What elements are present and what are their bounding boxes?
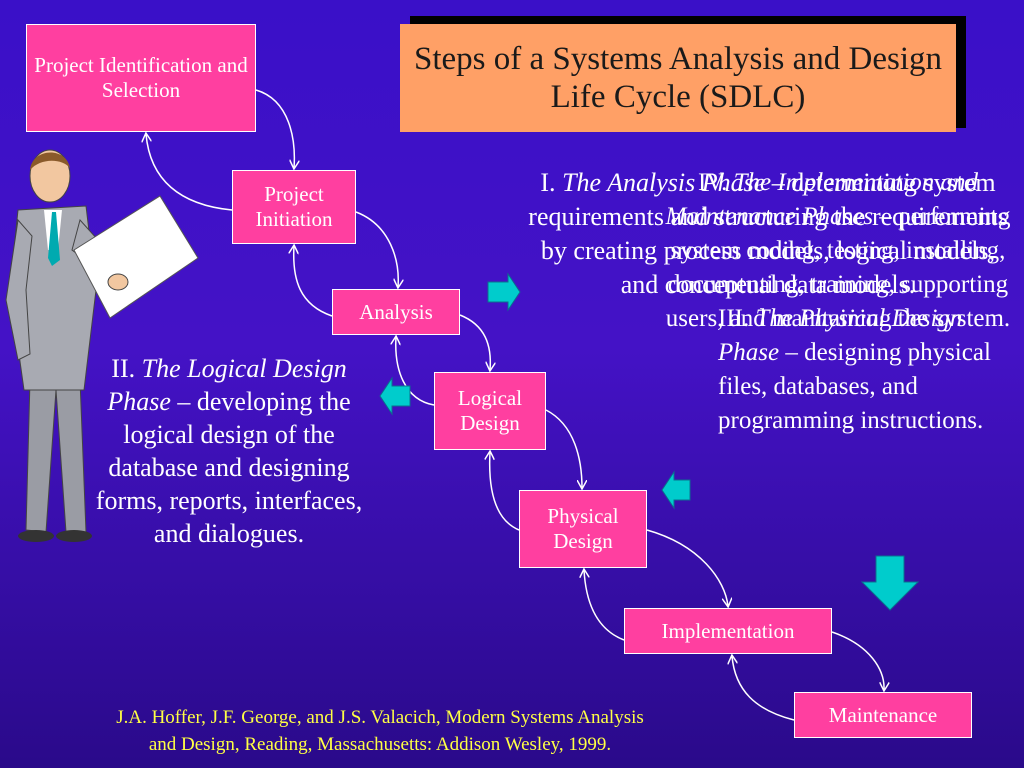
phase-one-description: – determining system requirements and st… bbox=[528, 168, 1008, 299]
phase-three-text: III. The Physical Design Phase – designi… bbox=[718, 302, 1008, 438]
step-physical-design: Physical Design bbox=[519, 490, 647, 568]
phase-three-number: III. bbox=[718, 305, 750, 332]
phase-four-description: – performing system coding, testing, ins… bbox=[665, 203, 1011, 332]
forward-arrow-6 bbox=[831, 631, 884, 690]
citation-line-1: J.A. Hoffer, J.F. George, and J.S. Valac… bbox=[116, 707, 644, 728]
forward-arrow-3 bbox=[459, 314, 490, 370]
block-arrow-icon-down bbox=[860, 555, 920, 611]
phase-two-number: II. bbox=[111, 354, 136, 383]
return-arrow-3 bbox=[396, 337, 435, 406]
return-arrow-6 bbox=[732, 656, 795, 721]
return-arrow-2 bbox=[294, 246, 333, 317]
return-arrow-4 bbox=[490, 452, 520, 531]
step-project-initiation: Project Initiation bbox=[232, 170, 356, 244]
return-arrow-5 bbox=[584, 570, 625, 641]
phase-four-name: The Implementation and Maintenance Phase… bbox=[665, 169, 979, 230]
block-arrow-icon-right bbox=[487, 272, 521, 312]
block-arrow-icon-left-1 bbox=[379, 376, 411, 416]
forward-arrow-5 bbox=[646, 529, 728, 606]
step-analysis: Analysis bbox=[332, 289, 460, 335]
phase-two-text: II. The Logical Design Phase – developin… bbox=[84, 352, 374, 550]
step-logical-design: Logical Design bbox=[434, 372, 546, 450]
slide-title: Steps of a Systems Analysis and Design L… bbox=[400, 24, 956, 132]
phase-two-name: The Logical Design Phase bbox=[107, 354, 347, 416]
phase-four-text: IV. The Implementation and Maintenance P… bbox=[660, 166, 1016, 336]
forward-arrow-1 bbox=[255, 89, 294, 168]
forward-arrow-4 bbox=[545, 409, 582, 488]
citation: J.A. Hoffer, J.F. George, and J.S. Valac… bbox=[0, 704, 760, 758]
phase-one-number: I. bbox=[540, 168, 556, 197]
phase-one-name: The Analysis Phase bbox=[562, 168, 766, 197]
phase-three-description: – designing physical files, databases, a… bbox=[718, 339, 991, 434]
phase-two-description: – developing the logical design of the d… bbox=[95, 387, 363, 548]
return-arrow-1 bbox=[146, 134, 233, 211]
phase-one-text: I. The Analysis Phase – determining syst… bbox=[520, 166, 1016, 302]
businessman-presenting-figure bbox=[5, 149, 199, 542]
citation-line-2: and Design, Reading, Massachusetts: Addi… bbox=[148, 734, 612, 755]
block-arrow-icon-left-2 bbox=[661, 470, 691, 510]
phase-three-name: The Physical Design Phase bbox=[718, 305, 963, 366]
forward-arrow-2 bbox=[355, 211, 398, 287]
step-maintenance: Maintenance bbox=[794, 692, 972, 738]
step-project-identification: Project Identification and Selection bbox=[26, 24, 256, 132]
phase-four-number: IV. bbox=[697, 169, 728, 196]
